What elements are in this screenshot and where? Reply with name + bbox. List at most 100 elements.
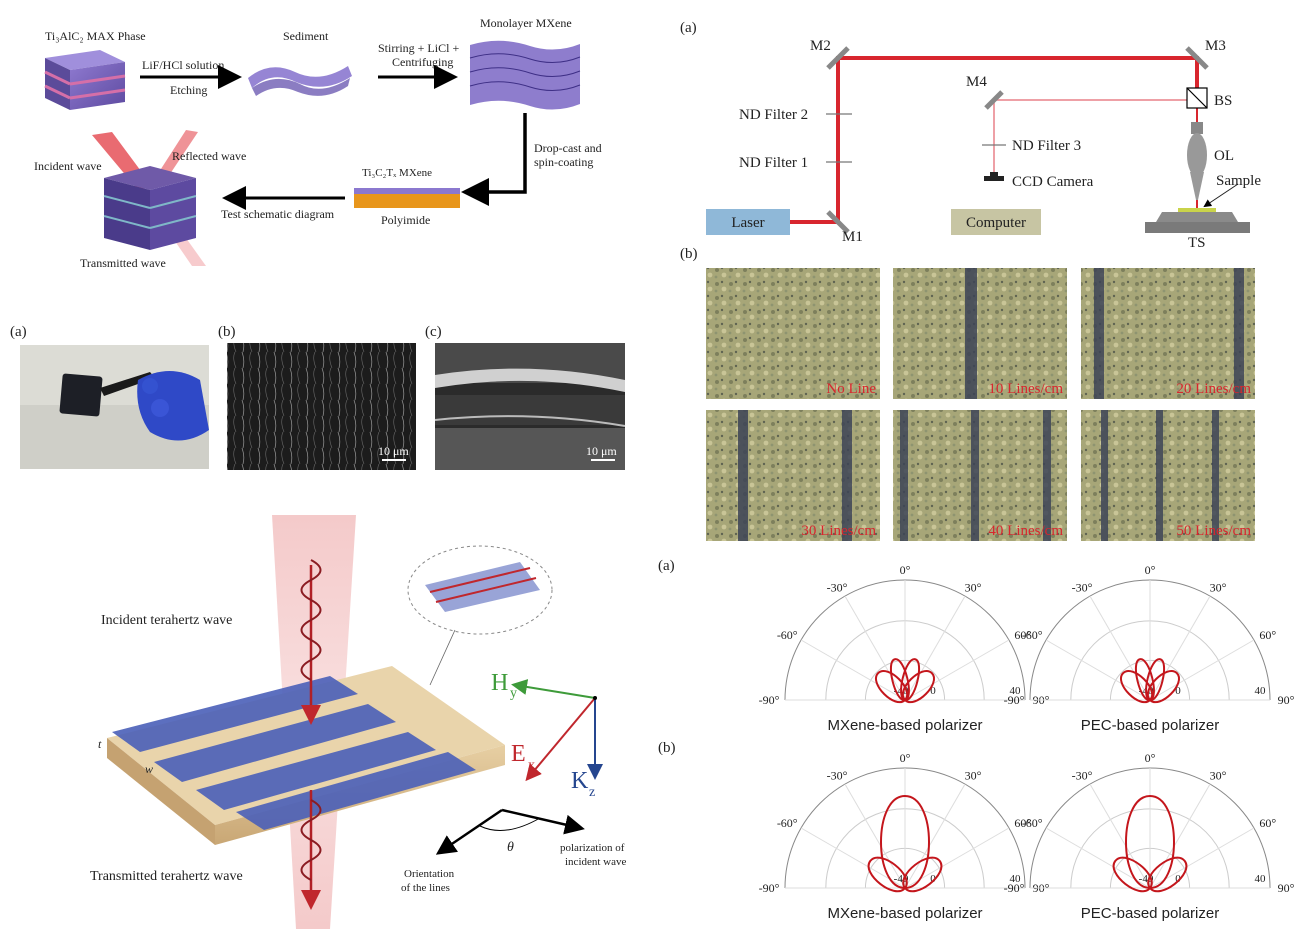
polarizer-schematic: Incident terahertz wave Transmitted tera… — [90, 515, 627, 929]
e-field-sub: x — [528, 758, 535, 773]
polar-spoke — [1149, 595, 1211, 701]
polar-lobe — [880, 794, 930, 889]
polar-spoke — [800, 827, 906, 889]
polar-angle-tick: -90° — [759, 693, 780, 707]
micrograph-label-1: 10 Lines/cm — [988, 381, 1063, 397]
polar-panel-label: (a) — [658, 558, 675, 574]
polar-angle-tick: -90° — [1004, 693, 1025, 707]
polar-radius-tick: 0 — [930, 873, 936, 885]
polar-angle-tick: -90° — [759, 881, 780, 895]
step2-line1: Stirring + LiCl + — [378, 41, 459, 55]
ccd-camera-icon — [984, 176, 1004, 181]
incident-wave-label: Incident wave — [34, 159, 102, 173]
mxene-strips — [112, 676, 476, 830]
polar-lobe — [901, 670, 935, 704]
polar-spoke — [1149, 783, 1211, 889]
objective-lens-icon — [1187, 122, 1207, 200]
polar-lobe — [1112, 856, 1153, 893]
polar-spoke — [1089, 783, 1151, 889]
polar-title: MXene-based polarizer — [827, 905, 982, 922]
polar-angle-tick: -60° — [777, 816, 798, 830]
polar-radius-tick: 0 — [1175, 873, 1181, 885]
polar-radius-tick: 40 — [1010, 873, 1022, 885]
polar-angle-tick: -30° — [1072, 580, 1093, 594]
mxene-film-layer — [354, 188, 460, 194]
reflected-wave-label: Reflected wave — [172, 149, 246, 163]
film-top-label: Ti₃C₂Tₓ MXene — [362, 167, 432, 179]
m2-label: M2 — [810, 38, 831, 54]
polar-radius-tick: 0 — [1175, 685, 1181, 697]
nd-filter-3-label: ND Filter 3 — [1012, 138, 1081, 154]
step1-bottom-label: Etching — [170, 83, 207, 97]
computer-box — [951, 209, 1041, 235]
micrograph-3 — [706, 410, 880, 541]
thickness-label: t — [98, 737, 102, 751]
transmitted-wave-label: Transmitted wave — [80, 256, 166, 270]
polar-spoke — [844, 595, 906, 701]
sediment-label: Sediment — [283, 29, 329, 43]
polar-angle-tick: 90° — [1278, 881, 1295, 895]
test-label: Test schematic diagram — [221, 207, 335, 221]
micrograph-label-4: 40 Lines/cm — [988, 523, 1063, 539]
sediment-sheets — [248, 66, 352, 96]
polar-angle-tick: 0° — [1145, 563, 1156, 577]
polar-angle-tick: 60° — [1014, 628, 1031, 642]
polar-lobe — [1125, 794, 1175, 889]
micrograph-1 — [893, 268, 1067, 399]
substrate-side-left — [107, 738, 215, 845]
polyimide-layer — [354, 194, 460, 208]
polar-angle-tick: -60° — [1022, 816, 1043, 830]
polar-spoke — [904, 783, 966, 889]
monolayer-label: Monolayer MXene — [480, 16, 572, 30]
photo-label-b: (b) — [218, 324, 236, 340]
polar-radius-tick: 40 — [1255, 873, 1267, 885]
mirror-m1 — [826, 210, 850, 234]
polar-panel-label: (b) — [658, 740, 676, 756]
polar-spoke — [1149, 827, 1255, 889]
micrograph-label-0: No Line — [826, 381, 876, 397]
polar-lobe — [900, 658, 921, 701]
incident-thz-label: Incident terahertz wave — [101, 613, 232, 628]
micrograph-2 — [1081, 268, 1255, 399]
polar-angle-tick: 60° — [1259, 628, 1276, 642]
sem-cross-section-image — [434, 343, 626, 470]
step3-line1: Drop-cast and — [534, 141, 602, 155]
polar-angle-tick: 60° — [1014, 816, 1031, 830]
sem-surface-image — [227, 343, 416, 470]
width-label: w — [145, 762, 153, 776]
polarization-line1: polarization of — [560, 842, 625, 854]
step2-line2: Centrifuging — [392, 55, 453, 69]
micrograph-panel-label: (b) — [680, 246, 698, 262]
sample-label: Sample — [1216, 173, 1261, 189]
orientation-line1: Orientation — [404, 868, 455, 880]
polar-lobe — [1147, 856, 1188, 893]
polar-title: PEC-based polarizer — [1081, 905, 1219, 922]
polar-angle-tick: -30° — [827, 768, 848, 782]
micrograph-label-2: 20 Lines/cm — [1176, 381, 1251, 397]
polar-spoke — [800, 639, 906, 701]
mirror-m4 — [984, 90, 1004, 110]
polar-spoke — [1149, 639, 1255, 701]
test-schematic — [92, 130, 206, 266]
polar-title: MXene-based polarizer — [827, 717, 982, 734]
polar-angle-tick: 0° — [900, 751, 911, 765]
synthesis-diagram: Ti₃AlC₂ MAX Phase LiF/HCl solution Etchi… — [34, 16, 602, 270]
polar-spoke — [904, 639, 1010, 701]
micrograph-label-5: 50 Lines/cm — [1176, 523, 1251, 539]
polar-angle-tick: 0° — [1145, 751, 1156, 765]
polar-angle-tick: -30° — [827, 580, 848, 594]
monolayer-stack — [469, 40, 581, 110]
polar-title: PEC-based polarizer — [1081, 717, 1219, 734]
micrograph-0 — [706, 268, 880, 399]
polarization-arrow — [501, 808, 585, 835]
polar-radius-tick: 0 — [930, 685, 936, 697]
polar-angle-tick: -60° — [1022, 628, 1043, 642]
ts-label: TS — [1188, 235, 1206, 251]
h-field-sub: y — [510, 686, 517, 701]
polar-spoke — [904, 827, 1010, 889]
film-bottom-label: Polyimide — [381, 213, 430, 227]
